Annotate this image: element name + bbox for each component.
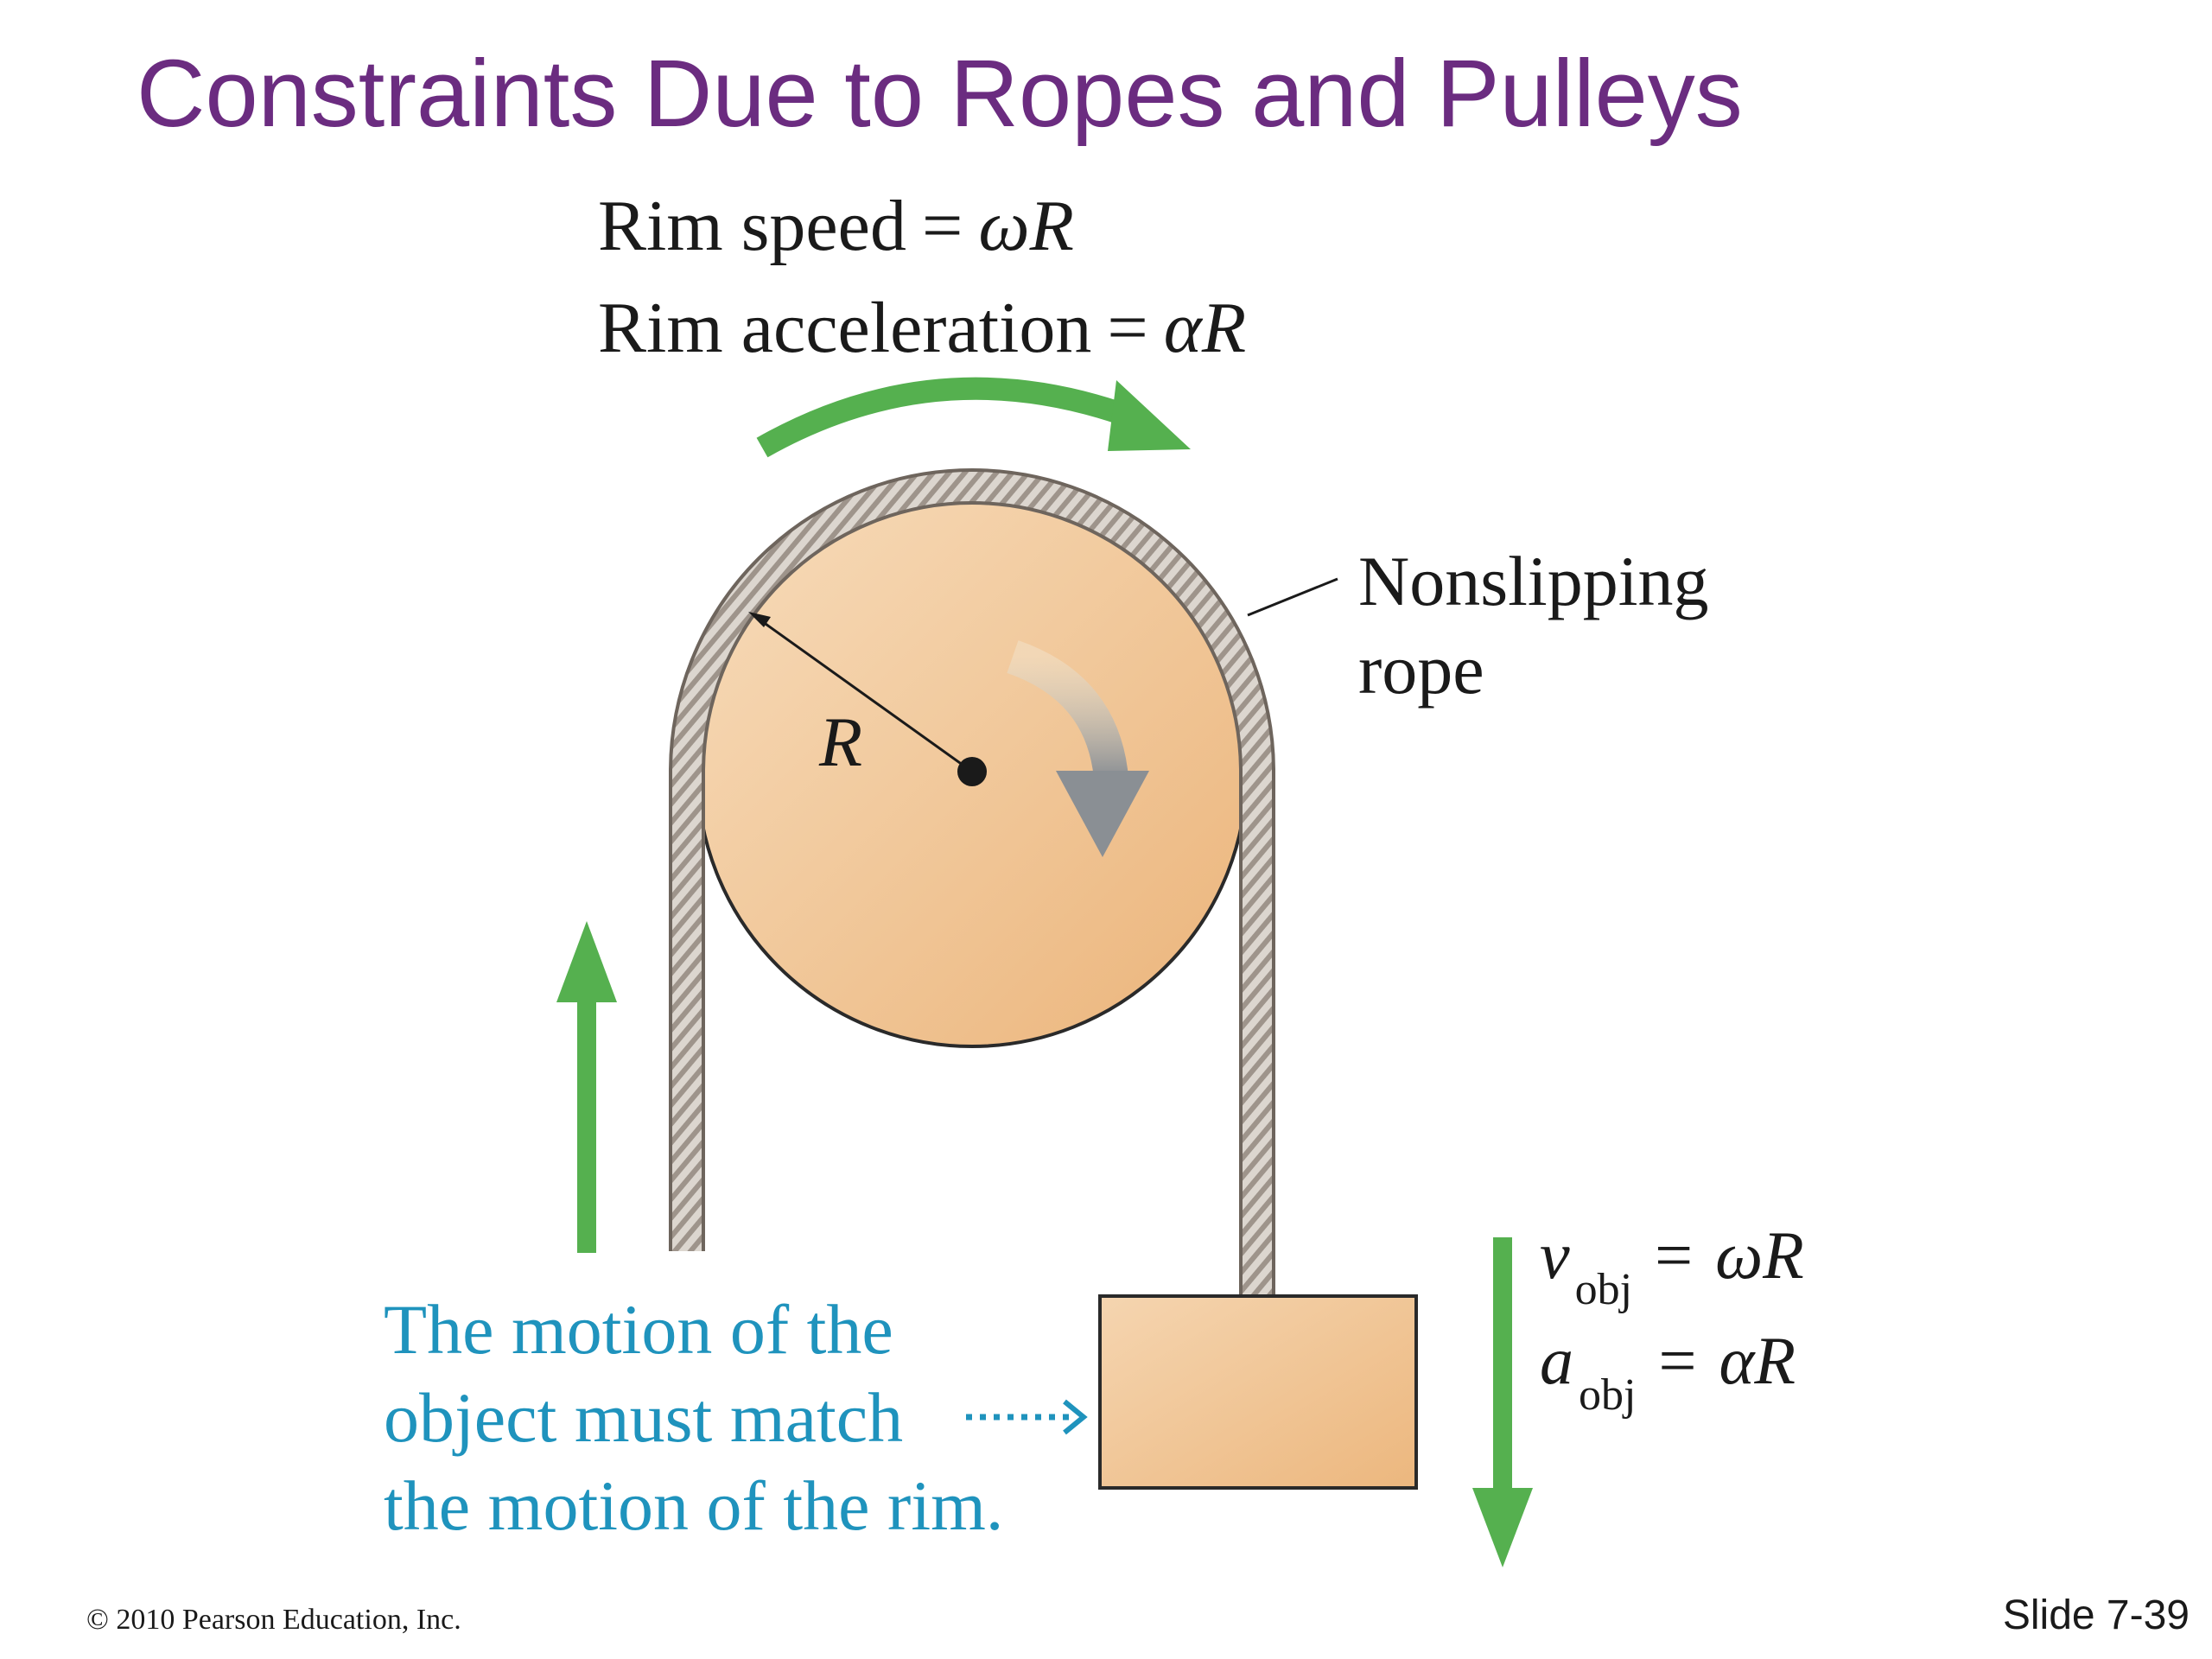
radius-arrowhead [748,612,771,627]
rim-speed-label: Rim speed [598,186,906,266]
rim-speed-equation: Rim speed=ωR [598,190,1074,263]
copyright-footer: © 2010 Pearson Education, Inc. [86,1604,461,1636]
equals-sign: = [1658,1323,1697,1398]
caption-line3: the motion of the rim. [384,1466,1004,1545]
up-arrow-shaft [577,985,596,1253]
rotation-arrowhead [1056,771,1149,857]
rope-label-line2: rope [1358,630,1484,709]
v-subscript: obj [1574,1265,1633,1314]
equals-sign: = [921,186,963,266]
down-arrow-shaft [1493,1237,1512,1497]
a-obj-value: αR [1719,1323,1796,1398]
rim-motion-arrow [756,377,1143,458]
caption-line1: The motion of the [384,1290,893,1369]
motion-caption: The motion of the object must match the … [384,1286,1003,1550]
radius-label: R [819,702,863,781]
rotation-arrow [1007,640,1128,780]
a-symbol: a [1540,1323,1573,1398]
v-obj-value: ωR [1715,1217,1804,1293]
rim-acceleration-label: Rim acceleration [598,288,1092,368]
radius-line [753,613,973,773]
rim-acceleration-value: αR [1163,288,1247,368]
caption-line2: object must match [384,1378,904,1457]
pulley-center [957,757,987,786]
rim-acceleration-equation: Rim acceleration=αR [598,292,1246,365]
down-arrow-head [1472,1488,1533,1567]
slide-number: Slide 7-39 [2002,1592,2190,1638]
rim-speed-value: ωR [978,186,1074,266]
rope-leader-line [1247,577,1338,617]
caption-pointer-head [1063,1399,1088,1435]
equals-sign: = [1655,1217,1694,1293]
rope-label-line1: Nonslipping [1358,542,1709,620]
v-symbol: v [1540,1217,1570,1293]
up-arrow-head [556,921,617,1002]
equals-sign: = [1107,288,1148,368]
a-subscript: obj [1579,1370,1637,1420]
rope-label: Nonslipping rope [1358,537,1708,714]
hanging-block [1098,1294,1418,1490]
rope-texture [672,472,1272,1296]
slide-title: Constraints Due to Ropes and Pulleys [137,41,1743,147]
rim-motion-arrowhead [1108,380,1191,451]
